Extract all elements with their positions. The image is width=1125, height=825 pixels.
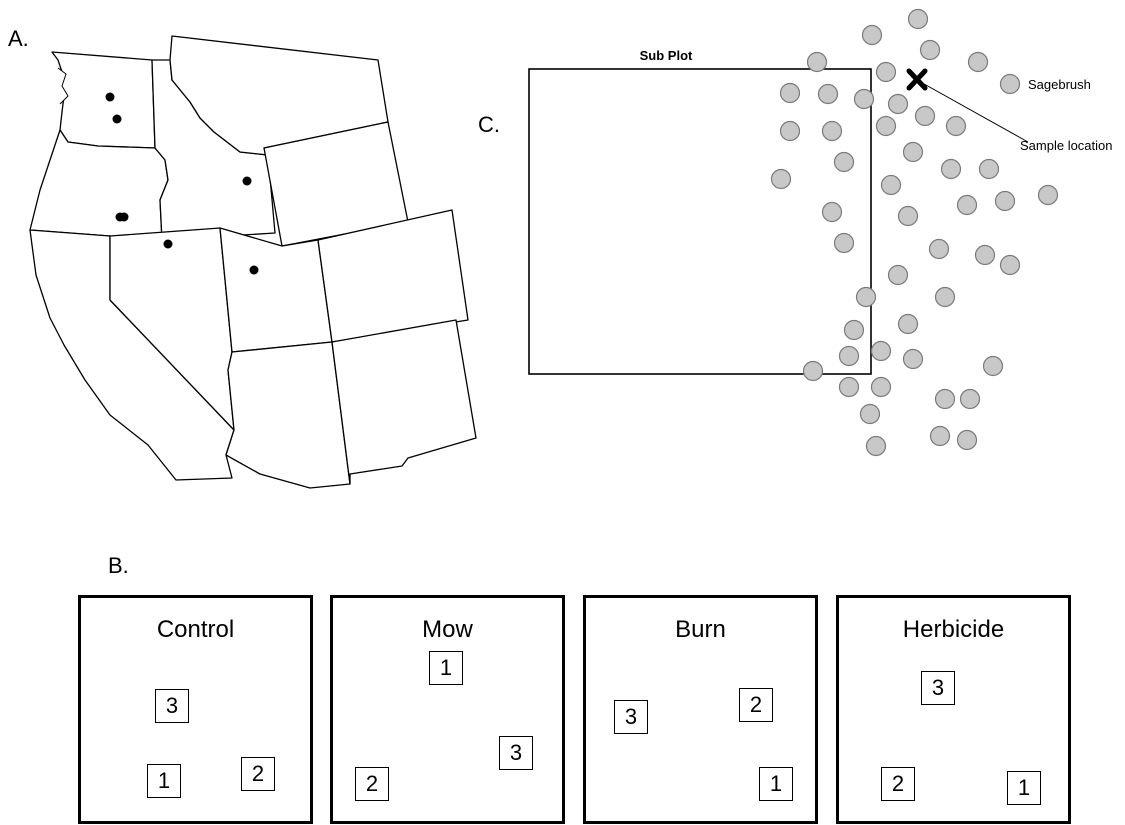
panel-label-b: B.	[108, 553, 129, 578]
sagebrush-shrub	[853, 88, 875, 110]
treatment-title: Herbicide	[902, 616, 1005, 643]
treatment-burn: Burn 3 2 1	[583, 595, 818, 824]
subplot-rectangle	[528, 68, 872, 375]
sagebrush-shrub	[902, 141, 924, 163]
study-site-dot-washington	[112, 114, 122, 124]
study-site-dot-washington	[105, 92, 115, 102]
study-site-dot-nevada	[163, 239, 173, 249]
sagebrush-shrub	[806, 51, 828, 73]
plot-number: 2	[881, 767, 915, 801]
sagebrush-shrub	[897, 313, 919, 335]
sagebrush-shrub	[865, 435, 887, 457]
sample-leader-line	[916, 79, 1029, 143]
sagebrush-shrub	[994, 190, 1016, 212]
sagebrush-shrub	[907, 8, 929, 30]
sagebrush-shrub	[959, 388, 981, 410]
sagebrush-shrub	[934, 286, 956, 308]
sagebrush-shrub	[821, 120, 843, 142]
sagebrush-shrub	[956, 429, 978, 451]
sagebrush-shrub	[956, 194, 978, 216]
sagebrush-shrub	[843, 319, 865, 341]
study-site-dot-idaho	[242, 176, 252, 186]
plot-number: 1	[429, 651, 463, 685]
sagebrush-shrub	[817, 83, 839, 105]
sagebrush-shrub	[978, 158, 1000, 180]
treatment-title: Burn	[675, 616, 726, 643]
plot-number: 3	[155, 689, 189, 723]
sagebrush-shrub	[919, 39, 941, 61]
plot-number: 3	[614, 700, 648, 734]
sagebrush-shrub	[928, 238, 950, 260]
study-site-dot-utah	[249, 265, 259, 275]
sagebrush-shrub	[875, 61, 897, 83]
sagebrush-shrub	[802, 360, 824, 382]
treatment-control: Control 3 1 2	[78, 595, 313, 824]
montana-state	[169, 35, 389, 156]
plot-number: 3	[499, 736, 533, 770]
plot-number: 3	[921, 671, 955, 705]
treatment-mow: Mow 1 3 2	[330, 595, 565, 824]
sagebrush-shrub	[875, 115, 897, 137]
sagebrush-shrub	[897, 205, 919, 227]
sagebrush-shrub	[838, 376, 860, 398]
sagebrush-shrub	[999, 254, 1021, 276]
sagebrush-shrub	[940, 158, 962, 180]
sagebrush-shrub	[974, 244, 996, 266]
puget-sound-coast	[57, 67, 69, 105]
sagebrush-shrub	[855, 286, 877, 308]
plot-number: 1	[759, 767, 793, 801]
plot-number: 2	[241, 757, 275, 791]
sagebrush-shrub	[779, 82, 801, 104]
sagebrush-shrub	[779, 120, 801, 142]
sagebrush-shrub	[945, 115, 967, 137]
sagebrush-shrub	[880, 174, 902, 196]
sagebrush-shrub	[870, 340, 892, 362]
panel-label-c: C.	[478, 112, 500, 137]
sagebrush-shrub	[914, 105, 936, 127]
subplot-label: Sub Plot	[640, 48, 693, 63]
sagebrush-shrub	[821, 201, 843, 223]
sagebrush-shrub	[770, 168, 792, 190]
sagebrush-shrub	[982, 355, 1004, 377]
panel-label-a: A.	[8, 26, 29, 51]
treatment-herbicide: Herbicide 3 2 1	[836, 595, 1071, 824]
sagebrush-shrub	[833, 151, 855, 173]
new-mexico-state	[331, 319, 477, 485]
sagebrush-shrub	[870, 376, 892, 398]
sagebrush-shrub	[999, 73, 1021, 95]
sagebrush-shrub	[833, 232, 855, 254]
plot-number: 2	[355, 767, 389, 801]
sagebrush-shrub	[838, 345, 860, 367]
plot-number: 1	[1007, 771, 1041, 805]
sagebrush-shrub	[929, 425, 951, 447]
sagebrush-shrub	[859, 403, 881, 425]
sagebrush-shrub	[1037, 184, 1059, 206]
sagebrush-shrub	[902, 348, 924, 370]
sagebrush-shrub	[861, 24, 883, 46]
sagebrush-shrub	[887, 93, 909, 115]
x-cross-icon	[906, 68, 928, 91]
treatment-title: Mow	[422, 616, 473, 643]
sagebrush-shrub	[887, 264, 909, 286]
sagebrush-shrub	[934, 388, 956, 410]
study-site-dot-oregon	[119, 212, 129, 222]
sagebrush-shrub	[967, 51, 989, 73]
plot-number: 2	[739, 688, 773, 722]
sample-location-label: Sample location	[1020, 138, 1113, 153]
plot-number: 1	[147, 764, 181, 798]
sagebrush-label: Sagebrush	[1028, 77, 1091, 92]
colorado-state	[317, 209, 469, 343]
treatment-title: Control	[156, 616, 235, 643]
